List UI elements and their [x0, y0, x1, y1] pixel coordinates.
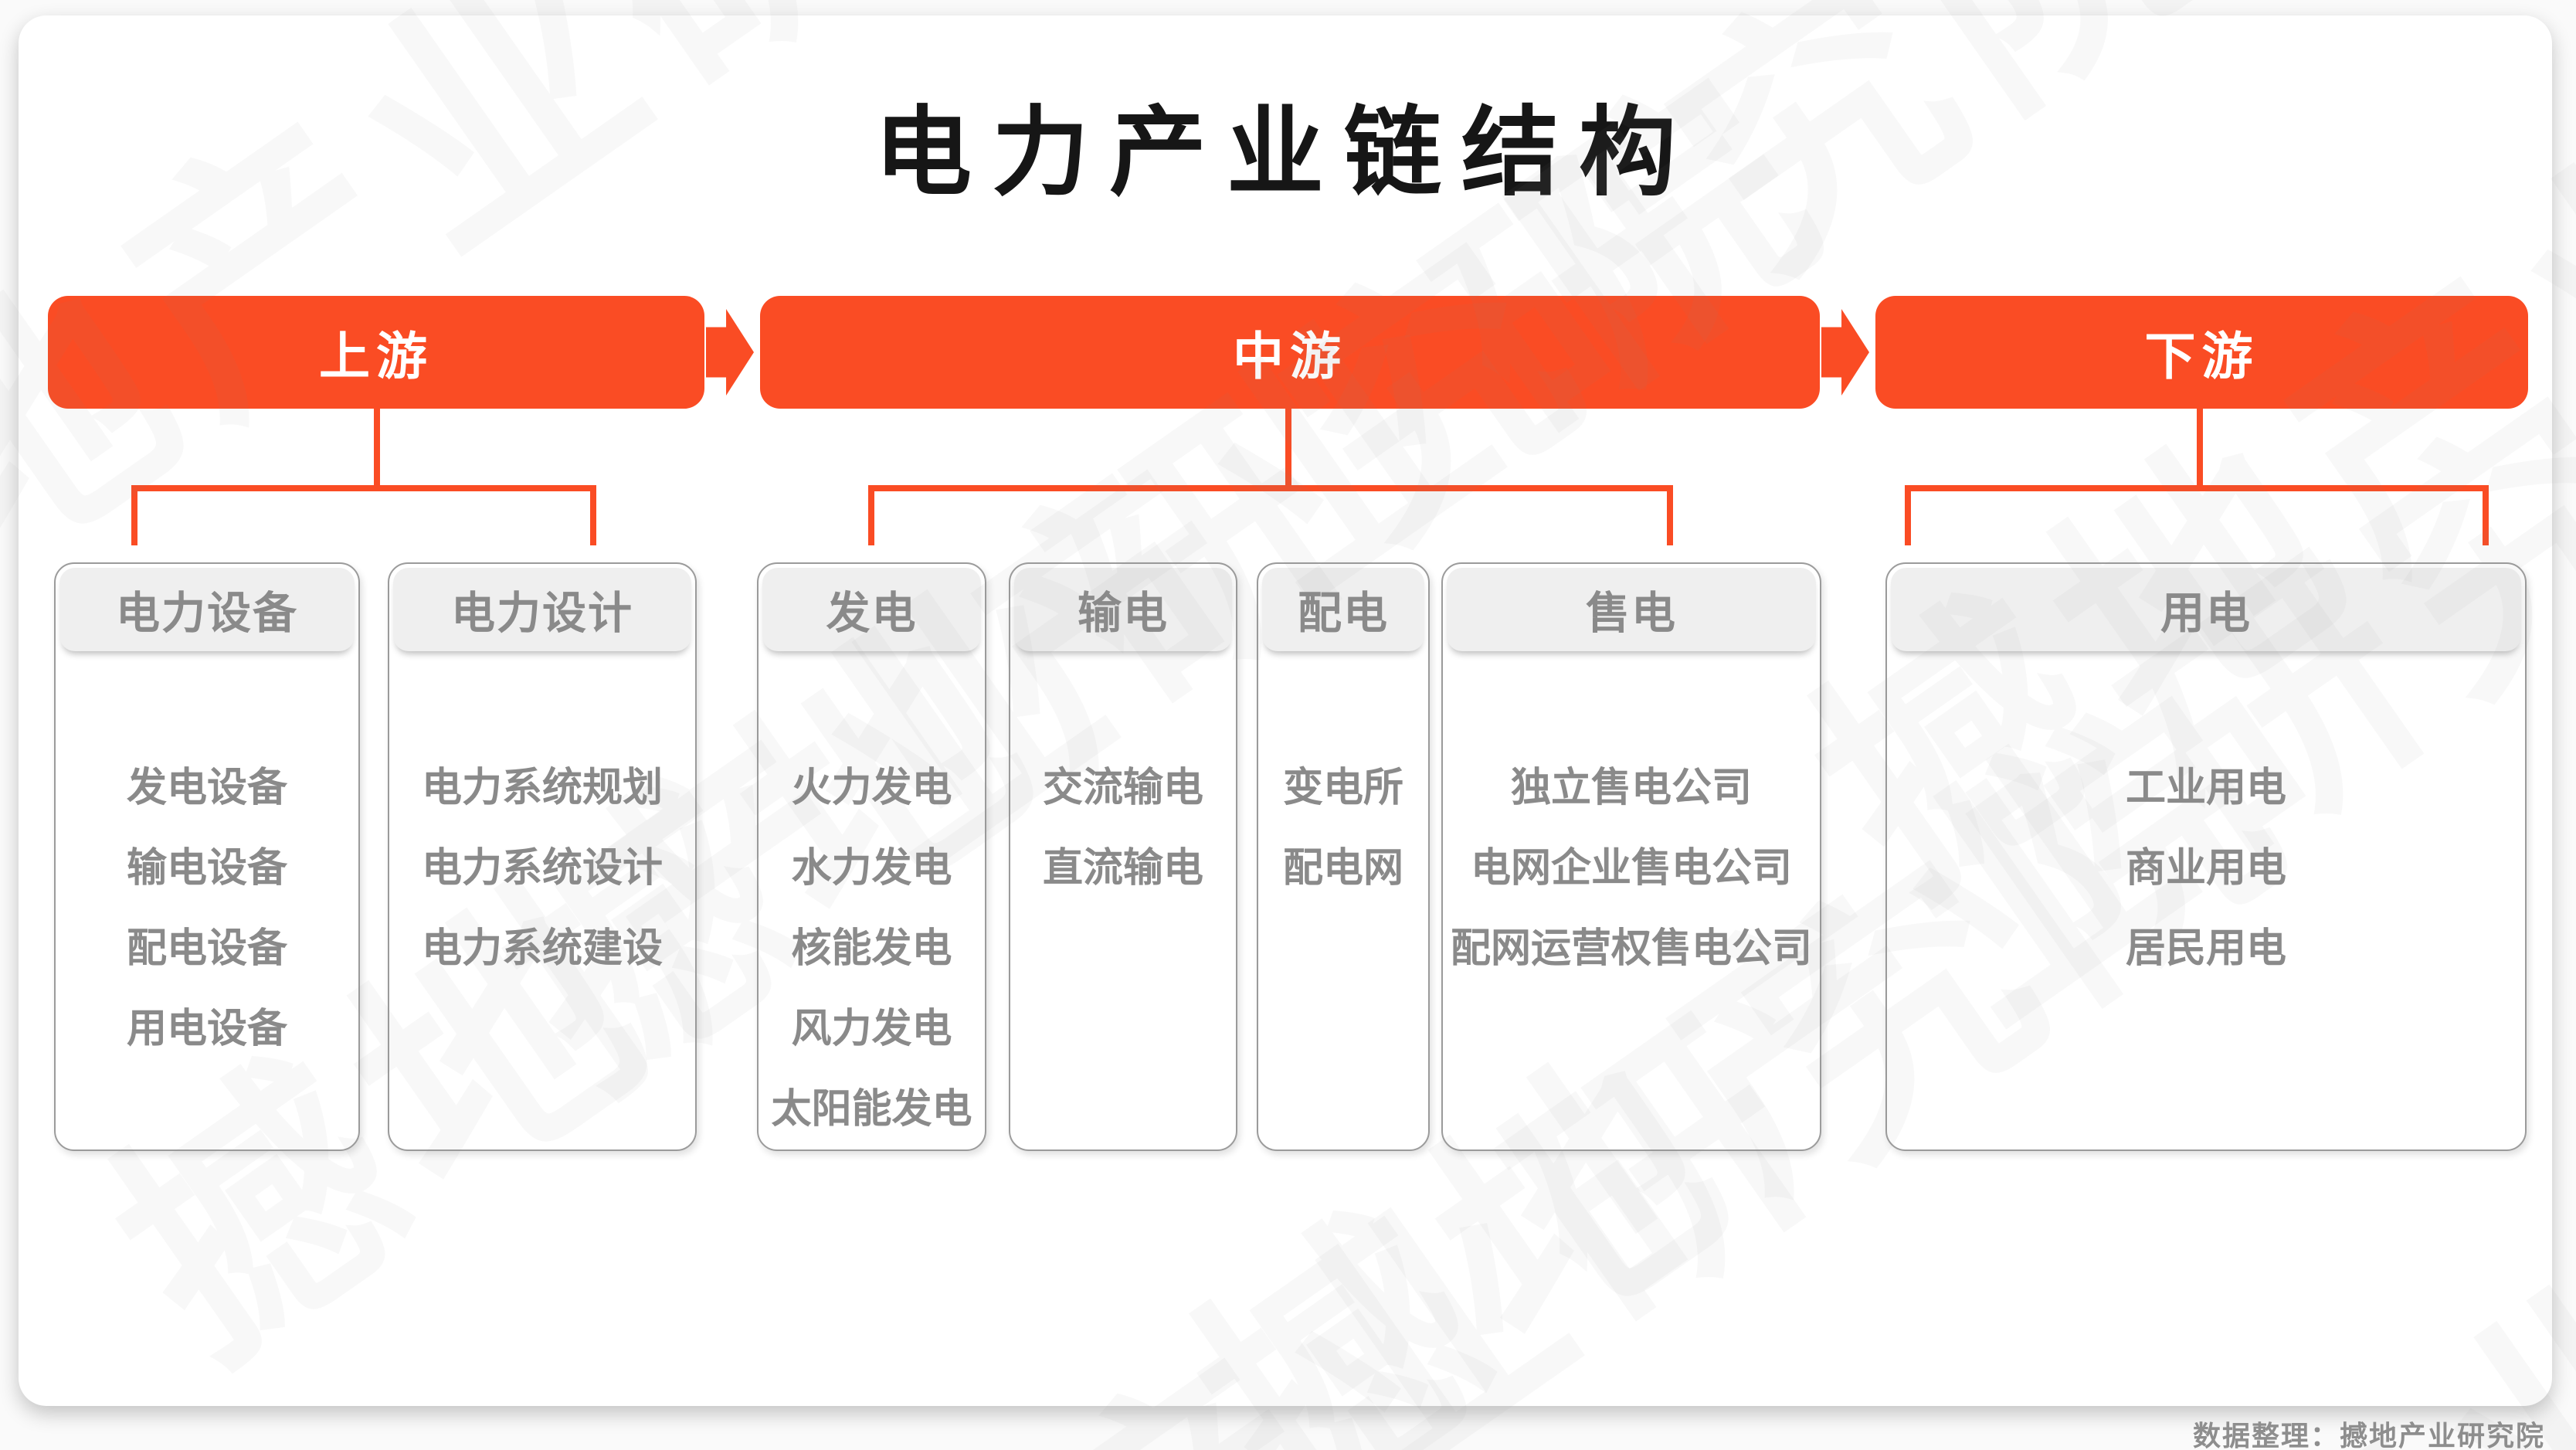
list-item: 发电设备 — [126, 766, 287, 810]
connector-stem-upstream — [374, 407, 380, 488]
stage-bar-midstream: 中游 — [760, 296, 1820, 409]
list-item: 工业用电 — [2125, 766, 2286, 810]
box-header: 用电 — [1891, 568, 2521, 651]
box-items: 工业用电 商业用电 居民用电 — [1890, 748, 2522, 989]
list-item: 交流输电 — [1042, 766, 1203, 810]
list-item: 居民用电 — [2125, 926, 2286, 971]
box-items: 独立售电公司 电网企业售电公司 配网运营权售电公司 — [1446, 748, 1817, 989]
list-item: 独立售电公司 — [1510, 766, 1752, 810]
box-items: 电力系统规划 电力系统设计 电力系统建设 — [392, 748, 692, 989]
connector-stem-downstream — [2197, 407, 2203, 488]
box-power-consumption: 用电 工业用电 商业用电 居民用电 — [1885, 562, 2527, 1151]
stage-bar-label: 下游 — [2144, 328, 2259, 385]
stage-bar-upstream: 上游 — [48, 296, 704, 409]
list-item: 核能发电 — [791, 926, 952, 971]
list-item: 输电设备 — [126, 846, 287, 891]
page-title: 电力产业链结构 — [874, 98, 1696, 207]
connector-line-downstream — [1905, 485, 2489, 491]
list-item: 火力发电 — [791, 766, 952, 810]
box-power-equipment: 电力设备 发电设备 输电设备 配电设备 用电设备 — [54, 562, 360, 1151]
list-item: 配电设备 — [126, 926, 287, 971]
connector-tick — [1667, 485, 1673, 545]
box-transmission: 输电 交流输电 直流输电 — [1009, 562, 1237, 1151]
connector-tick — [868, 485, 874, 545]
box-electricity-sales: 售电 独立售电公司 电网企业售电公司 配网运营权售电公司 — [1441, 562, 1821, 1151]
box-items: 发电设备 输电设备 配电设备 用电设备 — [59, 748, 355, 1069]
stage-bar-downstream: 下游 — [1875, 296, 2528, 409]
list-item: 变电所 — [1282, 766, 1403, 810]
list-item: 电网企业售电公司 — [1470, 846, 1792, 891]
box-items: 火力发电 水力发电 核能发电 风力发电 太阳能发电 — [762, 748, 982, 1149]
box-header: 电力设计 — [393, 568, 691, 651]
connector-tick — [590, 485, 596, 545]
box-generation: 发电 火力发电 水力发电 核能发电 风力发电 太阳能发电 — [757, 562, 986, 1151]
list-item: 电力系统规划 — [421, 766, 663, 810]
stage-bar-label: 中游 — [1233, 328, 1347, 385]
list-item: 电力系统设计 — [421, 846, 663, 891]
connector-tick — [2483, 485, 2489, 545]
connector-tick — [1905, 485, 1911, 545]
connector-line-upstream — [131, 485, 596, 491]
box-items: 交流输电 直流输电 — [1013, 748, 1233, 908]
list-item: 商业用电 — [2125, 846, 2286, 891]
box-power-design: 电力设计 电力系统规划 电力系统设计 电力系统建设 — [388, 562, 697, 1151]
list-item: 配电网 — [1282, 846, 1403, 891]
box-header: 输电 — [1014, 568, 1232, 651]
list-item: 太阳能发电 — [771, 1087, 972, 1132]
data-source-note: 数据整理：撼地产业研究院 — [2192, 1420, 2545, 1450]
connector-tick — [131, 485, 137, 545]
box-distribution: 配电 变电所 配电网 — [1257, 562, 1430, 1151]
connector-line-midstream — [868, 485, 1673, 491]
box-header: 发电 — [762, 568, 981, 651]
list-item: 水力发电 — [791, 846, 952, 891]
box-items: 变电所 配电网 — [1261, 748, 1425, 908]
box-header: 电力设备 — [59, 568, 355, 651]
list-item: 直流输电 — [1042, 846, 1203, 891]
list-item: 用电设备 — [126, 1007, 287, 1051]
box-header: 售电 — [1447, 568, 1816, 651]
list-item: 电力系统建设 — [421, 926, 663, 971]
box-header: 配电 — [1262, 568, 1424, 651]
list-item: 风力发电 — [791, 1007, 952, 1051]
connector-stem-midstream — [1285, 407, 1291, 488]
list-item: 配网运营权售电公司 — [1450, 926, 1812, 971]
stage-bar-label: 上游 — [319, 328, 433, 385]
